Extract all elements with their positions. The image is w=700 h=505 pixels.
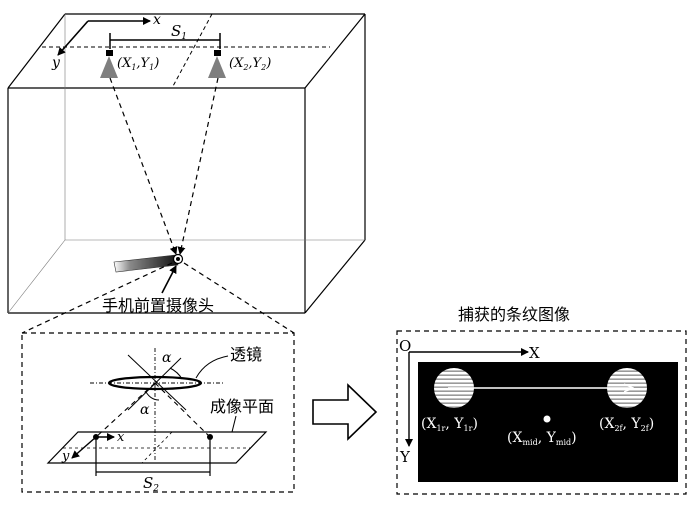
sensor-axis-x-label: x <box>117 430 125 445</box>
s2-dimension <box>95 440 211 476</box>
angle-bottom-arc <box>145 391 160 401</box>
image-plane-label: 成像平面 <box>210 397 274 416</box>
image-axis-x-label: X <box>529 344 540 362</box>
optics-panel <box>21 332 295 493</box>
s1-label: S1 <box>171 22 187 42</box>
light-2-label: (X2,Y2) <box>229 56 271 72</box>
lens-leader <box>195 355 229 379</box>
image-axis-y-label: Y <box>399 448 411 466</box>
sensor-point-2 <box>207 434 213 440</box>
camera-pointer-arrow <box>161 265 177 294</box>
image-plane-leader <box>231 415 237 433</box>
sensor-axes <box>71 433 115 459</box>
box-edge <box>304 239 366 314</box>
point-1-label: (X1r, Y1r) <box>421 416 478 433</box>
point-mid-label: (Xmid, Ymid) <box>507 430 577 447</box>
capture-panel <box>396 330 687 495</box>
zoom-lines <box>21 262 295 334</box>
capture-title: 捕获的条纹图像 <box>458 305 570 324</box>
angle-top-arc <box>169 367 183 380</box>
lens-icon <box>107 375 203 391</box>
phone-icon <box>113 253 184 273</box>
image-origin-label: O <box>399 337 411 355</box>
tilted-axis <box>127 354 187 411</box>
light-rays <box>109 77 219 255</box>
room-diagram <box>7 13 366 314</box>
light-source-1 <box>100 50 118 78</box>
s2-label: S2 <box>143 474 159 494</box>
ceiling-axes <box>57 17 151 56</box>
box-edge-hidden <box>7 239 66 314</box>
ceiling-axis-y-label: y <box>51 55 61 71</box>
ceiling-grid <box>42 13 330 89</box>
lens-label: 透镜 <box>230 345 262 364</box>
light-1-label: (X1,Y1) <box>117 56 159 72</box>
optics-rays <box>95 382 211 438</box>
point-2-label: (X2f, Y2f) <box>599 416 654 433</box>
light-source-2 <box>208 50 226 78</box>
image-axes <box>405 348 529 447</box>
image-plane-grid <box>63 431 251 464</box>
s1-dimension <box>109 33 221 49</box>
sensor-axis-y-label: y <box>61 449 70 464</box>
phone-camera-label: 手机前置摄像头 <box>102 296 214 315</box>
box-edge <box>304 13 366 89</box>
angle-top-label: α <box>162 350 172 366</box>
box-edge <box>7 13 66 89</box>
angle-bottom-label: α <box>140 402 150 418</box>
sensor-point-1 <box>93 434 99 440</box>
image-plane <box>46 431 268 464</box>
midpoint-marker <box>543 415 551 423</box>
flow-arrow <box>312 383 378 441</box>
ceiling-axis-x-label: x <box>153 12 161 28</box>
